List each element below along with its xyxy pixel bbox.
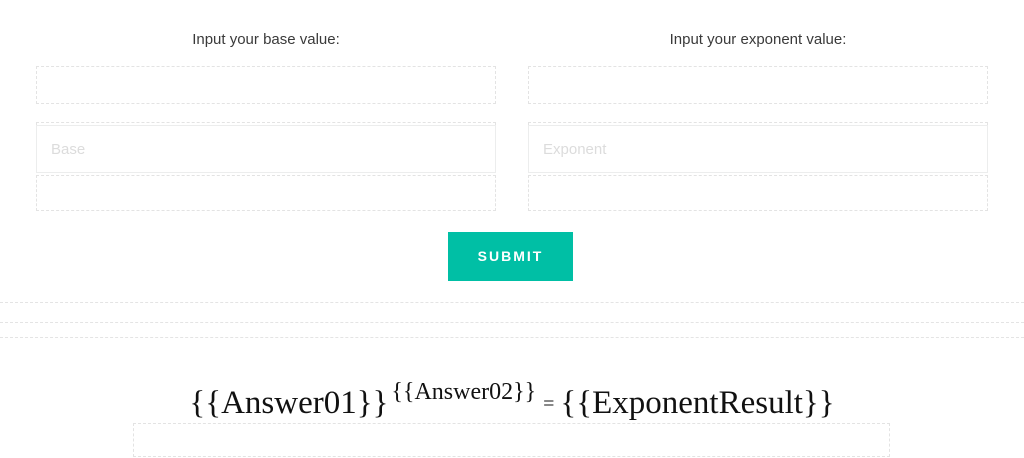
result-value-token: {{ExponentResult}} bbox=[560, 385, 835, 421]
result-base-token: {{Answer01}} bbox=[189, 385, 389, 421]
base-field-label: Input your base value: bbox=[192, 31, 340, 48]
result-guide-frame bbox=[133, 423, 890, 457]
exponent-input[interactable] bbox=[528, 125, 988, 173]
divider-rule-2 bbox=[0, 322, 1024, 323]
base-guide-strip-bottom bbox=[36, 175, 496, 211]
submit-button[interactable]: SUBMIT bbox=[448, 232, 573, 281]
exponent-guide-strip-bottom bbox=[528, 175, 988, 211]
divider-rule-3 bbox=[0, 337, 1024, 338]
exponent-guide-strip-top bbox=[528, 66, 988, 104]
result-expression: {{Answer01}}{{Answer02}} ={{ExponentResul… bbox=[189, 372, 834, 429]
base-guide-strip-top bbox=[36, 66, 496, 104]
result-area: {{Answer01}}{{Answer02}} ={{ExponentResul… bbox=[0, 372, 1024, 429]
exponent-field-group: Input your exponent value: bbox=[528, 30, 988, 211]
result-exponent-token: {{Answer02}} bbox=[391, 379, 537, 405]
divider-rule-1 bbox=[0, 302, 1024, 303]
base-input[interactable] bbox=[36, 125, 496, 173]
result-equals-sign: = bbox=[543, 393, 555, 415]
base-field-group: Input your base value: bbox=[36, 30, 496, 211]
exponent-field-label: Input your exponent value: bbox=[669, 31, 847, 48]
